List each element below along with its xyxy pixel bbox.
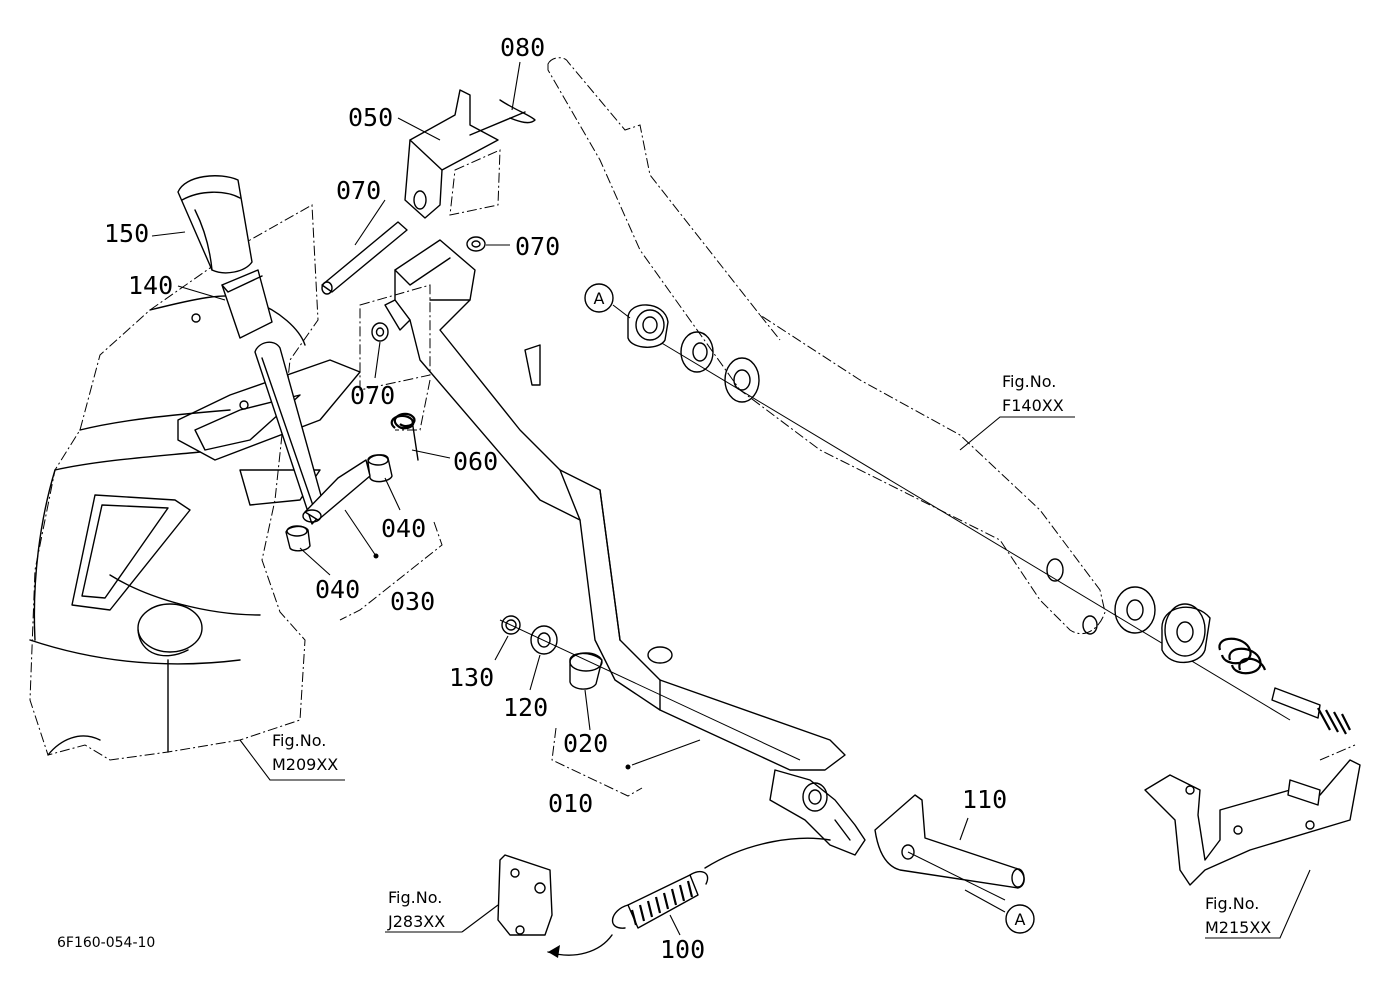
label-020: 020 [563, 729, 608, 758]
svg-text:A: A [594, 289, 605, 308]
label-080: 070 [336, 176, 381, 205]
part-100-spring [547, 837, 831, 958]
part-020-bushing [569, 652, 603, 690]
fig-ref-m209-title: Fig.No. [272, 731, 326, 750]
label-140: 140 [128, 271, 173, 300]
drawing-code: 6F160-054-10 [57, 935, 155, 951]
rod-washers-lower [1114, 586, 1351, 735]
plate-j283 [497, 854, 553, 936]
part-040-bushing-left [285, 525, 311, 552]
label-040-right: 040 [381, 514, 426, 543]
part-150-knob [177, 175, 253, 274]
label-070-lower: 070 [350, 381, 395, 410]
fig-ref-m215-code: M215XX [1205, 918, 1271, 937]
part-080-shaft [321, 221, 408, 295]
svg-text:A: A [1015, 910, 1026, 929]
label-060: 060 [453, 447, 498, 476]
label-090: 080 [500, 33, 545, 62]
part-040-bushing-right [367, 454, 393, 483]
part-070-washer-lower [371, 322, 389, 342]
label-150: 150 [104, 219, 149, 248]
assembly-030-bracket [339, 521, 443, 621]
part-130-circlip [501, 615, 521, 635]
fig-ref-f140-code: F140XX [1002, 396, 1064, 415]
assembly-010-bracket [551, 727, 643, 797]
bracket-m215 [1144, 744, 1361, 886]
part-030-shaft-assembly [302, 459, 371, 523]
part-060-spring [390, 412, 419, 461]
part-050-bracket [404, 89, 501, 219]
spring-arrow-head [548, 945, 560, 958]
fig-ref-m209-code: M209XX [272, 755, 338, 774]
assembly-outline-050 [359, 284, 431, 391]
leader-lines [151, 61, 1006, 936]
rod-washers-upper [627, 304, 760, 403]
part-140-grip [221, 269, 273, 339]
part-110-arm [874, 794, 1025, 901]
label-120: 120 [503, 693, 548, 722]
marker-a-bottom: A [1005, 904, 1035, 934]
label-030: 030 [390, 587, 435, 616]
part-010-pedal-arm [384, 239, 866, 856]
label-010: 010 [548, 789, 593, 818]
label-100: 100 [660, 935, 705, 964]
shift-lever-rod [254, 341, 326, 525]
label-050: 050 [348, 103, 393, 132]
figure-ref-leaders [239, 416, 1311, 939]
part-070-washer-upper [466, 236, 486, 252]
fig-ref-m215-title: Fig.No. [1205, 894, 1259, 913]
fig-ref-j283-title: Fig.No. [388, 888, 442, 907]
fender-cover-outline [29, 204, 361, 761]
label-130: 130 [449, 663, 494, 692]
marker-a-top: A [584, 283, 631, 319]
fig-ref-j283-code: J283XX [387, 912, 445, 931]
label-040-left: 040 [315, 575, 360, 604]
part-120-washer [530, 625, 558, 655]
label-070-upper: 070 [515, 232, 560, 261]
fig-ref-f140-title: Fig.No. [1002, 372, 1056, 391]
assembly-outline-060 [395, 379, 431, 431]
assembly-010-dot [625, 764, 631, 770]
label-110: 110 [962, 785, 1007, 814]
